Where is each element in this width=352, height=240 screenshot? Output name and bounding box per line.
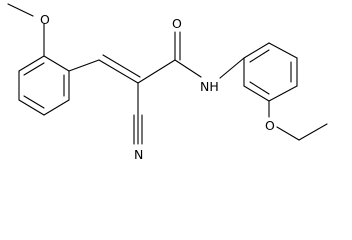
right-benzene-ring — [243, 42, 298, 102]
bond-alkene — [98, 59, 139, 84]
amide-nitrogen-label: NH — [200, 79, 219, 94]
chemical-structure-diagram: O O NH N O — [7, 3, 328, 162]
bond-carbonyl-nitrogen — [174, 59, 202, 78]
methoxy-oxygen-label: O — [40, 12, 50, 27]
nitrile-nitrogen-label: N — [134, 147, 143, 162]
nitrile-triple-bond — [133, 114, 143, 145]
bond-ethoxy-ch3 — [298, 123, 328, 141]
bond-ring-vinyl — [68, 59, 100, 72]
atom-label-layer: O O NH N O — [40, 12, 275, 162]
ethoxy-oxygen-label: O — [265, 118, 275, 133]
bond-nitrogen-ring — [219, 57, 245, 79]
bond-layer — [7, 3, 328, 145]
bond-alpha-carbonyl — [137, 59, 176, 84]
left-benzene-ring — [18, 55, 70, 116]
bond-methoxy-methyl — [7, 3, 34, 17]
bond-ethoxy-ch2 — [276, 126, 300, 141]
carbonyl-oxygen-label: O — [172, 16, 182, 31]
